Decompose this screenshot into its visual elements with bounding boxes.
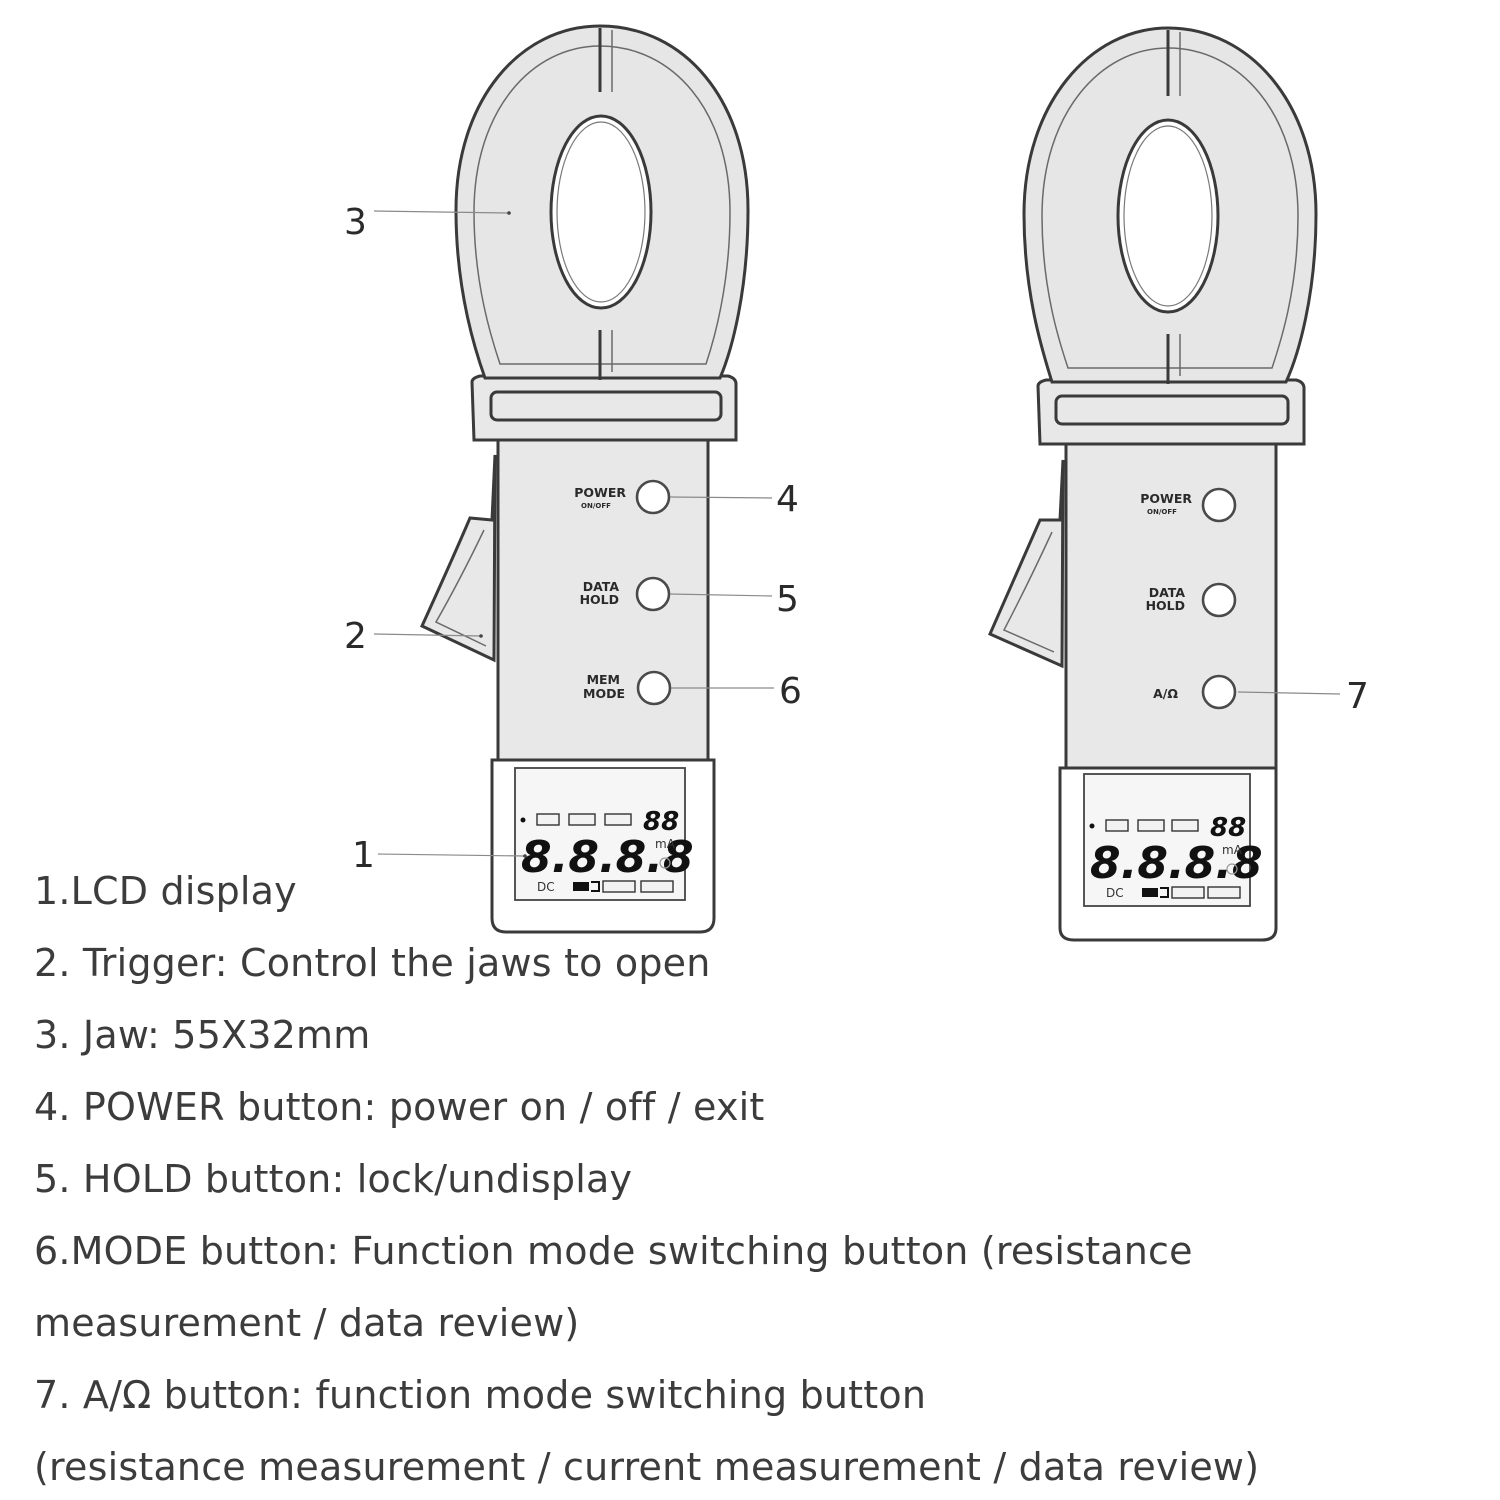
- callout-2: 2: [344, 616, 367, 657]
- right-power-label: POWER: [1140, 491, 1192, 506]
- description-line: 7. A/Ω button: function mode switching b…: [34, 1373, 927, 1417]
- left-power-button[interactable]: [635, 479, 671, 515]
- left-data-label: DATA: [583, 579, 620, 594]
- description-line: 3. Jaw: 55X32mm: [34, 1013, 371, 1057]
- right-lcd-dc: DC: [1106, 886, 1124, 900]
- description-line: 6.MODE button: Function mode switching b…: [34, 1229, 1193, 1273]
- left-power-label: POWER: [574, 485, 626, 500]
- left-mem-mode-button[interactable]: [636, 670, 672, 706]
- right-power-sub: ON/OFF: [1147, 508, 1177, 516]
- description-line: 4. POWER button: power on / off / exit: [34, 1085, 765, 1129]
- right-hold-label: HOLD: [1146, 598, 1185, 613]
- callout-3: 3: [344, 202, 367, 243]
- right-collar: [1036, 378, 1306, 446]
- left-lcd-screen: [514, 767, 686, 901]
- callout-6: 6: [779, 671, 802, 712]
- right-data-label: DATA: [1149, 585, 1186, 600]
- callout-1: 1: [352, 835, 375, 876]
- description-line: 5. HOLD button: lock/undisplay: [34, 1157, 633, 1201]
- description-line: measurement / data review): [34, 1301, 580, 1345]
- callout-5: 5: [776, 579, 799, 620]
- left-lcd-housing: [490, 758, 716, 934]
- right-device: POWER ON/OFF DATA HOLD A/Ω 88 8.8.8.8 mA…: [988, 26, 1318, 942]
- left-lcd-unit: mA: [655, 837, 676, 851]
- left-data-hold-button[interactable]: [635, 576, 671, 612]
- right-lcd-screen: [1083, 773, 1251, 907]
- right-trigger: [988, 459, 1065, 669]
- left-mode-label: MODE: [583, 686, 625, 701]
- left-lcd-dc: DC: [537, 880, 555, 894]
- right-lcd-small-digits: 88: [1210, 813, 1246, 843]
- right-callouts: 7: [1237, 676, 1369, 717]
- description-line: 1.LCD display: [34, 869, 297, 913]
- right-power-button[interactable]: [1201, 487, 1237, 523]
- left-collar: [470, 374, 738, 442]
- callout-4: 4: [776, 479, 799, 520]
- right-data-hold-button[interactable]: [1201, 582, 1237, 618]
- description-line: 2. Trigger: Control the jaws to open: [34, 941, 711, 985]
- left-callouts: 3 2 4 5 6 1: [344, 202, 802, 876]
- description-line: (resistance measurement / current measur…: [34, 1445, 1260, 1489]
- right-lcd-main-digits: 8.8.8.8: [1090, 838, 1263, 889]
- left-jaw-opening: [549, 114, 653, 310]
- left-mem-label: MEM: [587, 672, 620, 687]
- right-lcd-housing: [1058, 766, 1278, 942]
- right-a-ohm-label: A/Ω: [1153, 686, 1178, 701]
- callout-7: 7: [1346, 676, 1369, 717]
- right-lcd-unit: mA: [1222, 843, 1243, 857]
- right-a-ohm-button[interactable]: [1201, 674, 1237, 710]
- left-trigger: [420, 454, 497, 663]
- left-device: POWER ON/OFF DATA HOLD MEM MODE 88 8.8.8…: [420, 24, 750, 934]
- left-power-sub: ON/OFF: [581, 502, 611, 510]
- left-lcd-small-digits: 88: [643, 807, 679, 837]
- left-hold-label: HOLD: [580, 592, 619, 607]
- right-jaw-opening: [1116, 118, 1220, 314]
